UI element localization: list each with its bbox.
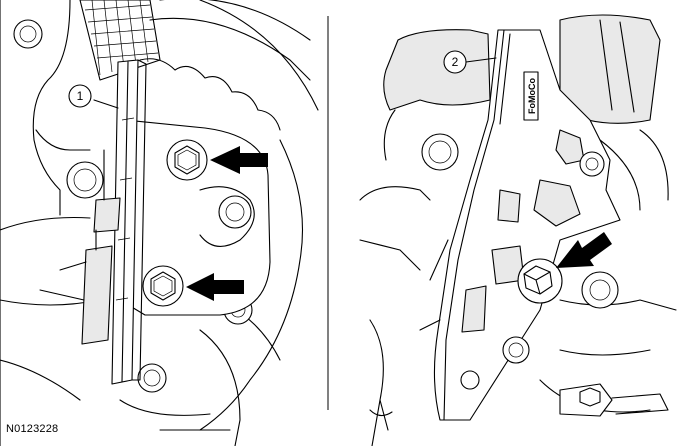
tool-2-bolt [517, 258, 563, 304]
tool-marking: FoMoCo [527, 78, 537, 114]
lower-bolt [142, 265, 184, 307]
arrow-icon [186, 273, 244, 301]
arrow-icon [556, 232, 612, 268]
timing-tool-1 [39, 59, 147, 385]
upper-bolt [166, 139, 208, 181]
right-panel: FoMoCo 2 [359, 14, 677, 446]
timing-tool-2: FoMoCo [419, 29, 621, 421]
left-panel: 1 [0, 0, 319, 446]
figure-id: N0123228 [6, 423, 59, 435]
arrow-icon [210, 146, 268, 174]
callout-2-label: 2 [452, 55, 459, 69]
callout-1-label: 1 [77, 89, 84, 103]
callout-1: 1 [68, 84, 119, 109]
callout-2: 2 [443, 50, 497, 74]
